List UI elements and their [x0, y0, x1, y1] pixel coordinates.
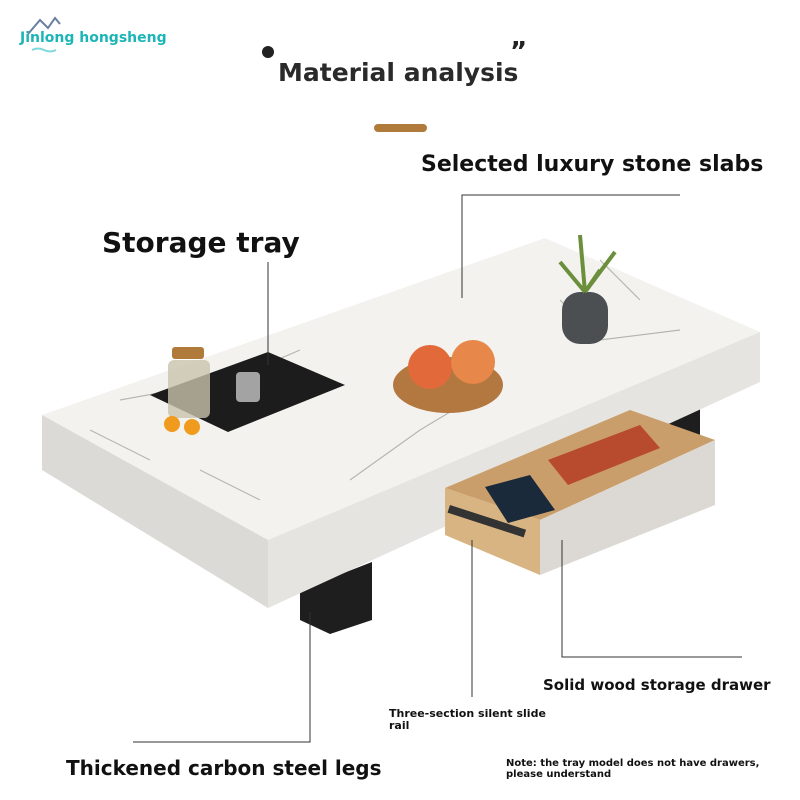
label-wood-drawer: Solid wood storage drawer: [543, 676, 771, 694]
label-steel-legs: Thickened carbon steel legs: [66, 756, 382, 780]
brand-logo: Jinlong hongsheng: [20, 30, 167, 46]
jar: [168, 360, 210, 418]
label-storage-tray: Storage tray: [102, 226, 300, 259]
label-stone-slabs: Selected luxury stone slabs: [421, 152, 764, 177]
logo-house-icon: [27, 16, 61, 35]
page-title: Material analysis: [278, 58, 519, 87]
logo-wave-icon: [31, 47, 57, 53]
wood-drawer: [445, 410, 715, 575]
label-slide-rail: Three-section silent slide rail: [389, 707, 546, 732]
leader-lines: [133, 194, 742, 743]
plant-vase: [562, 292, 608, 344]
accent-bar: [374, 124, 427, 132]
quote-mark-left: [262, 46, 274, 58]
quote-mark-right: ”: [510, 37, 527, 67]
note-text: Note: the tray model does not have drawe…: [506, 758, 760, 780]
